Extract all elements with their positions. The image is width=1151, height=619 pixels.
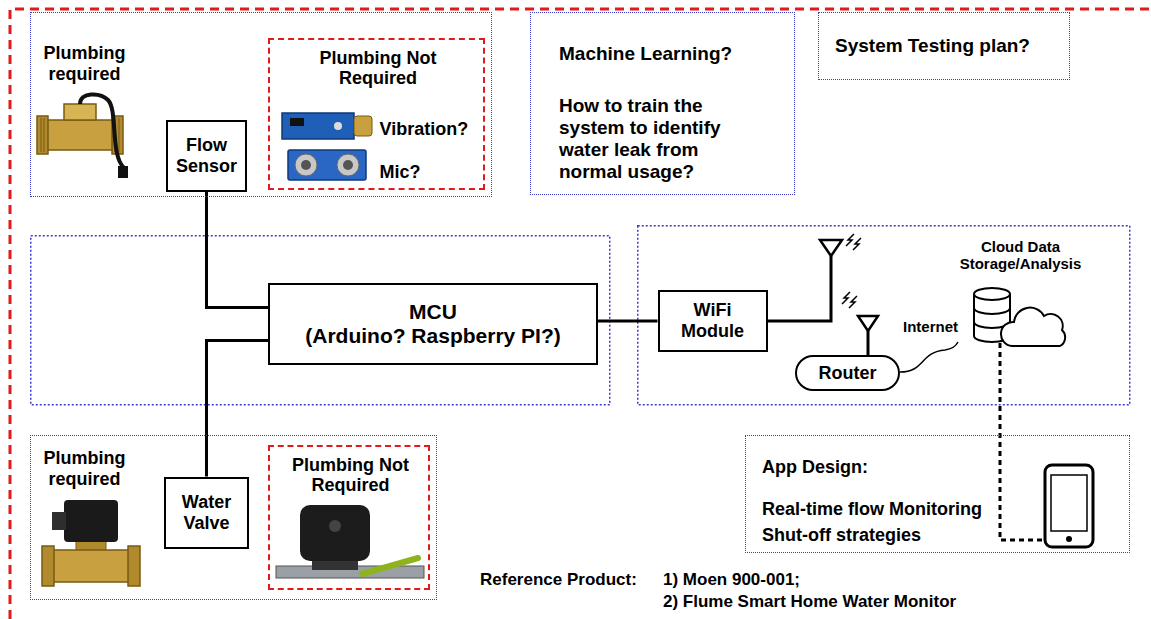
panel-heading: Plumbing Not Required [316,48,441,89]
cloud [1001,308,1065,346]
panel-heading: Plumbing required [37,448,132,489]
wire [207,340,269,476]
app-panel: App Design: Real-time flow MonitoringShut… [745,435,1130,553]
box-label: Flow Sensor [172,135,242,176]
valve-lever [362,558,418,574]
text-slot: Shut-off strategies [762,525,1012,546]
box-label: Water Valve [172,492,242,533]
vibration-module [282,113,354,139]
box-label: MCU [409,300,457,324]
panel-text: Real-time flow Monitoring [762,499,982,520]
transducer-core [301,160,311,170]
panel-heading: Plumbing Not Required [290,455,412,496]
mcu-box: MCU(Arduino? Raspberry PI?) [268,283,598,365]
no-plumbing-panel: Plumbing Not RequiredVibration? Mic? [268,38,485,190]
panel-heading: System Testing plan? [835,35,1030,57]
panel-heading: Plumbing required [37,43,132,84]
valve-port [128,546,140,586]
phone-button [1066,536,1072,542]
water-valve-box: Water Valve [164,477,249,549]
panel-heading: App Design: [762,457,868,478]
text-slot: Real-time flow Monitoring [762,499,1012,520]
reference-label: Reference Product: [480,570,637,590]
chip [290,118,304,126]
actuator-body [300,505,370,561]
wire [207,192,269,308]
antenna-wire [867,331,870,355]
network-panel [638,226,1130,405]
label-slot: 1) Moen 900-001; [663,570,863,590]
text-slot: App Design: [762,457,1012,478]
sensor-panel: Plumbing requiredFlow Sensor Plumbing Not… [30,12,492,197]
label-slot: Internet [903,318,973,336]
box-label: Router [819,363,877,384]
database-top [974,288,1010,300]
transducer-core [343,160,353,170]
transducer [337,154,359,176]
panel-text: Shut-off strategies [762,525,921,546]
no-plumbing-panel: Plumbing Not Required [268,445,430,590]
radio-waves [846,234,861,250]
actuator-button [329,520,341,532]
text-slot: Machine Learning? [559,43,789,65]
antenna [858,316,878,331]
text-slot: Plumbing Not Required [316,48,441,89]
cloud-link [1000,343,1043,540]
sensor-connector [118,166,128,178]
router-box: Router [795,355,900,391]
valve-body [48,550,134,582]
antenna [820,240,842,256]
text-slot: Mic? [380,162,480,183]
valve-panel: Plumbing requiredWater Valve Plumbing Not… [30,435,437,600]
text-slot: Plumbing required [37,448,132,489]
panel-text: Vibration? [380,119,469,140]
internet-label: Internet [903,318,958,335]
testing-panel: System Testing plan? [818,12,1070,80]
label-slot: Cloud Data Storage/Analysis [948,238,1093,273]
internet-line [900,342,958,372]
led [334,122,342,130]
transducer [295,154,317,176]
panel-text: How to train the system to identify wate… [559,95,759,182]
radio-waves [842,292,857,308]
vibration-element [354,116,372,136]
text-slot: Plumbing required [37,43,132,84]
valve-coil [64,500,118,542]
text-slot: Vibration? [380,119,480,140]
coil-plug [52,512,66,530]
thread-lines [41,118,119,152]
flow-sensor-body [42,120,118,150]
outer-frame [10,9,1151,619]
reference-item: 2) Flume Smart Home Water Monitor [663,592,956,612]
text-slot: Plumbing Not Required [290,455,412,496]
wifi-box: WiFi Module [658,290,768,352]
ml-panel: Machine Learning? How to train the system… [530,12,795,195]
text-slot: System Testing plan? [835,35,1067,57]
label-slot: Reference Product: [480,570,660,590]
antenna-wire [765,256,831,321]
box-label: WiFi Module [665,300,760,341]
wire [598,320,658,323]
mcu-panel [31,236,610,405]
text-slot: How to train the system to identify wate… [559,95,759,182]
flow-sensor-thread [37,116,48,154]
phone [1045,465,1093,547]
phone-screen [1051,475,1087,531]
panel-text: Mic? [380,162,421,183]
label-slot: 2) Flume Smart Home Water Monitor [663,592,1003,612]
panel-heading: Machine Learning? [559,43,732,65]
reference-item: 1) Moen 900-001; [663,570,800,590]
cloud-label: Cloud Data Storage/Analysis [948,238,1093,273]
box-label: (Arduino? Raspberry PI?) [305,324,561,348]
mic-module [288,150,366,180]
sensor-cable [80,94,124,168]
flow-sensor-box: Flow Sensor [166,120,247,192]
valve-port [42,546,54,586]
flow-sensor-boss [64,104,96,120]
